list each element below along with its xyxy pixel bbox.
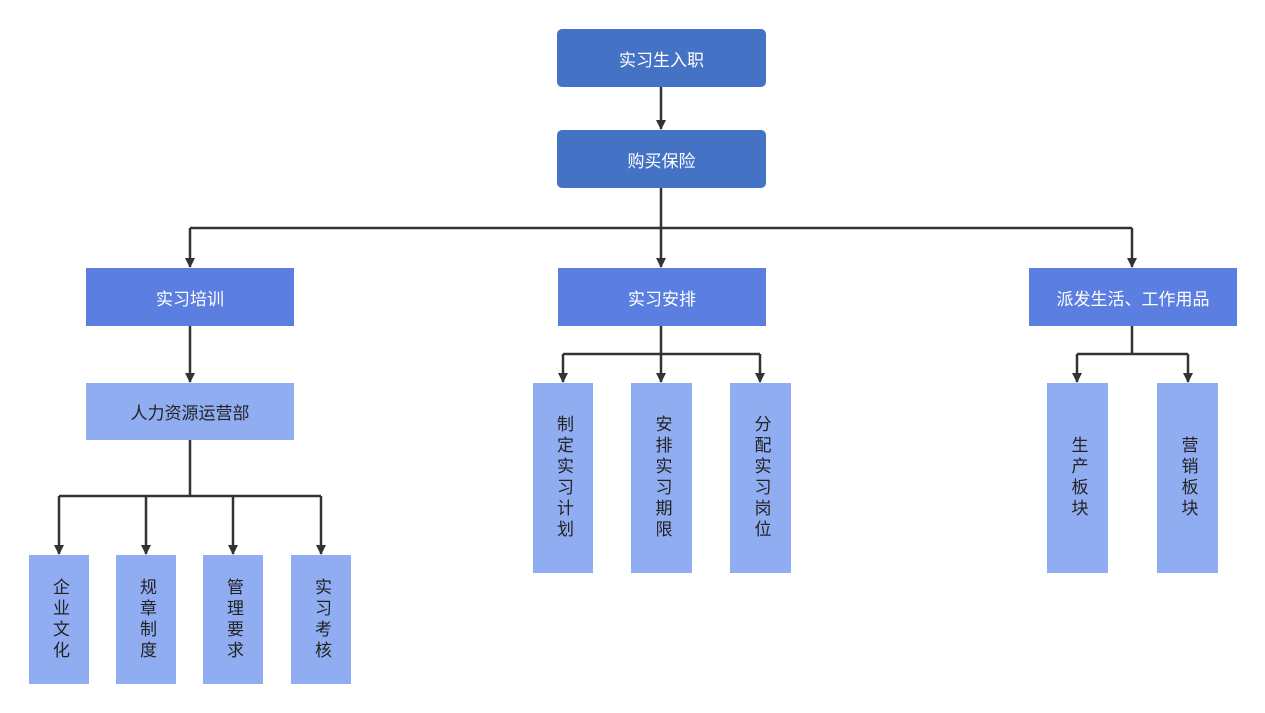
node-supplies-distribution: 派发生活、工作用品 (1029, 268, 1237, 326)
node-production-sector: 生产板块 (1047, 383, 1108, 573)
node-intern-training: 实习培训 (86, 268, 294, 326)
node-rules-regulations: 规章制度 (116, 555, 176, 684)
node-set-intern-period: 安排实习期限 (631, 383, 692, 573)
node-marketing-sector: 营销板块 (1157, 383, 1218, 573)
node-intern-onboarding: 实习生入职 (557, 29, 766, 87)
node-buy-insurance: 购买保险 (557, 130, 766, 188)
node-hr-operations-dept: 人力资源运营部 (86, 383, 294, 440)
node-make-intern-plan: 制定实习计划 (533, 383, 593, 573)
node-intern-assessment: 实习考核 (291, 555, 351, 684)
node-corporate-culture: 企业文化 (29, 555, 89, 684)
node-intern-arrangement: 实习安排 (558, 268, 766, 326)
node-management-requirements: 管理要求 (203, 555, 263, 684)
node-assign-intern-position: 分配实习岗位 (730, 383, 791, 573)
